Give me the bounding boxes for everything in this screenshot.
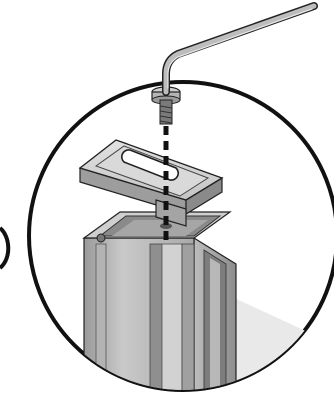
adjacent-circle-edge bbox=[0, 226, 11, 270]
allen-key bbox=[162, 2, 318, 96]
channel-post bbox=[82, 211, 237, 390]
slotted-bracket bbox=[78, 139, 224, 227]
